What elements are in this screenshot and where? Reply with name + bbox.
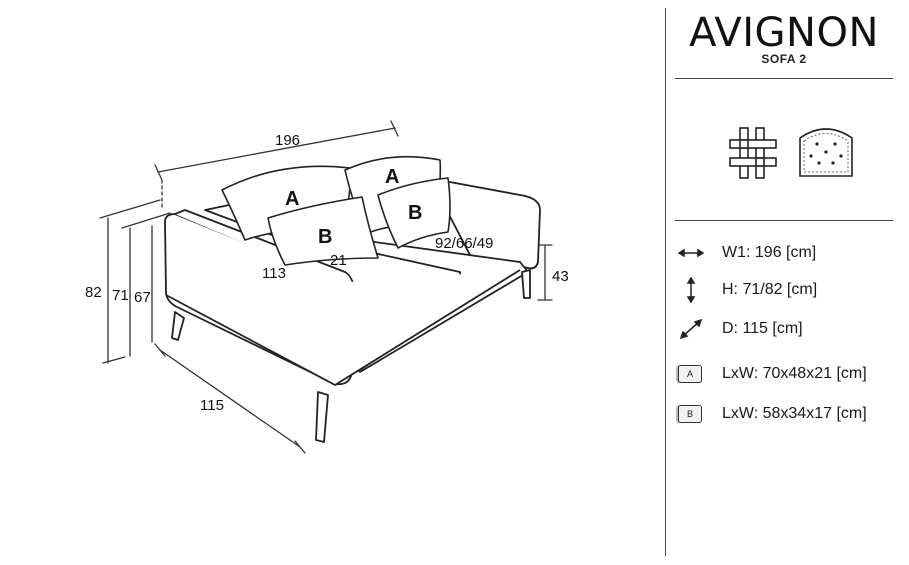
height-71-top-tick xyxy=(121,212,171,229)
arm-length-label: 113 xyxy=(262,265,286,282)
height-bottom-tick xyxy=(102,356,126,364)
depth-tick-right xyxy=(294,440,306,454)
spec-depth: D: 115 [cm] xyxy=(678,316,893,342)
depth-arrow-icon xyxy=(678,317,708,341)
pillow-b-right-label: B xyxy=(408,202,422,224)
sofa-technical-drawing: 196 82 71 67 115 113 21 92/66/49 43 A A … xyxy=(85,120,569,454)
spec-width: W1: 196 [cm] xyxy=(678,240,893,266)
pillow-a-right-label: A xyxy=(385,166,399,188)
height-label-82: 82 xyxy=(85,284,102,301)
spec-height: H: 71/82 [cm] xyxy=(678,277,893,303)
pillow-a-badge: A xyxy=(678,365,702,383)
spec-pillow-b-text: LxW: 58x34x17 [cm] xyxy=(722,405,867,422)
leg-front-left xyxy=(171,311,185,341)
pillow-a-left-label: A xyxy=(285,188,299,210)
width-tick-right xyxy=(390,120,399,137)
width-label: 196 xyxy=(275,132,300,149)
spec-pillow-a-text: LxW: 70x48x21 [cm] xyxy=(722,365,867,382)
leg-front-right xyxy=(315,391,329,443)
seat-height-label: 43 xyxy=(552,268,569,285)
width-arrow-icon xyxy=(678,241,708,265)
sofa-drawing-svg: 196 82 71 67 115 113 21 92/66/49 43 A A … xyxy=(85,120,569,454)
pillow-a-icon: A xyxy=(678,362,708,386)
product-title: AVIGNON xyxy=(689,10,879,56)
icons-divider xyxy=(675,220,893,221)
pillow-b-icon: B xyxy=(678,402,708,426)
pillow-b-left xyxy=(267,196,379,266)
depth-tick-left xyxy=(154,343,166,357)
leg-back-right xyxy=(521,269,531,299)
product-subtitle: SOFA 2 xyxy=(761,52,807,66)
quilted-seat-icon xyxy=(797,124,855,185)
spec-depth-text: D: 115 [cm] xyxy=(722,320,803,337)
seat-depth-label: 92/66/49 xyxy=(435,235,493,252)
right-armrest xyxy=(427,177,541,270)
spec-height-text: H: 71/82 [cm] xyxy=(722,281,818,298)
fabric-weave-icon xyxy=(728,126,778,185)
spec-pillow-a: A LxW: 70x48x21 [cm] xyxy=(678,361,893,387)
base-rail xyxy=(165,269,521,386)
depth-label: 115 xyxy=(200,397,224,414)
arm-width-label: 21 xyxy=(330,252,347,269)
pillow-b-badge: B xyxy=(678,405,702,423)
width-dimension-line xyxy=(157,127,396,173)
header-divider xyxy=(675,78,893,79)
height-label-67: 67 xyxy=(134,289,151,306)
width-tick-left xyxy=(154,164,163,181)
pillow-b-right xyxy=(377,177,451,249)
depth-dimension-line xyxy=(159,349,301,448)
pillow-b-left-label: B xyxy=(318,226,332,248)
vertical-divider xyxy=(665,8,666,556)
height-82-top-tick xyxy=(99,199,161,219)
spec-pillow-b: B LxW: 58x34x17 [cm] xyxy=(678,401,893,427)
height-arrow-icon xyxy=(678,277,708,303)
height-label-71: 71 xyxy=(112,287,129,304)
spec-width-text: W1: 196 [cm] xyxy=(722,244,817,261)
